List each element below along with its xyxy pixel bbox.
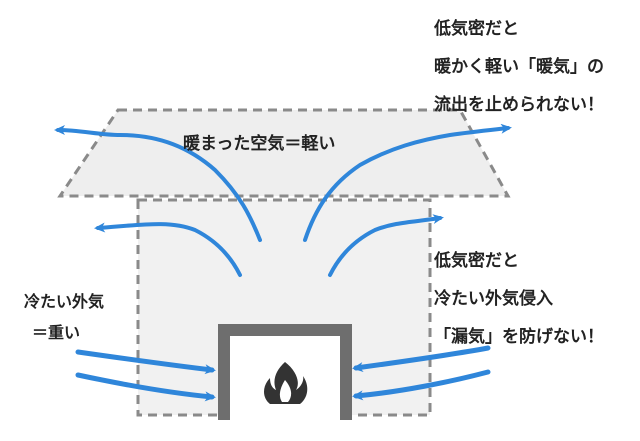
flame-icon bbox=[264, 362, 308, 404]
cold-air-leak-note-line-1: 低気密だと bbox=[434, 251, 519, 271]
cold-air-arrow-right-upper bbox=[352, 345, 491, 373]
warm-air-leak-note: 低気密だと 暖かく軽い「暖気」の 流出を止められない！ bbox=[434, 10, 604, 124]
roof-label: 暖まった空気＝軽い bbox=[183, 134, 336, 154]
warm-air-arrow-left-lower bbox=[94, 222, 242, 277]
cold-air-label: 冷たい外気 ＝重い bbox=[24, 286, 104, 348]
cold-air-label-line-1: 冷たい外気 bbox=[24, 292, 105, 311]
cold-air-leak-note: 低気密だと 冷たい外気侵入 「漏気」を防げない！ bbox=[434, 242, 604, 356]
cold-air-arrow-right-lower bbox=[352, 369, 491, 401]
warm-air-arrow-right-lower bbox=[328, 214, 444, 277]
cold-air-arrow-left-lower bbox=[75, 372, 216, 402]
cold-air-leak-note-line-2: 冷たい外気侵入 bbox=[434, 289, 553, 309]
warm-air-leak-note-line-3: 流出を止められない！ bbox=[434, 95, 604, 115]
warm-air-arrow-left-upper bbox=[54, 125, 262, 242]
cold-air-leak-note-line-3: 「漏気」を防げない！ bbox=[434, 327, 604, 347]
house-walls bbox=[136, 198, 432, 417]
warm-air-leak-note-line-2: 暖かく軽い「暖気」の bbox=[434, 57, 604, 77]
cold-air-arrow-left-upper bbox=[75, 349, 216, 375]
warm-air-leak-note-line-1: 低気密だと bbox=[434, 19, 519, 39]
warm-air-arrow-right-upper bbox=[303, 123, 512, 242]
cold-air-label-line-2: ＝重い bbox=[32, 323, 81, 342]
house-roof bbox=[57, 108, 511, 198]
fireplace-icon bbox=[218, 324, 352, 420]
